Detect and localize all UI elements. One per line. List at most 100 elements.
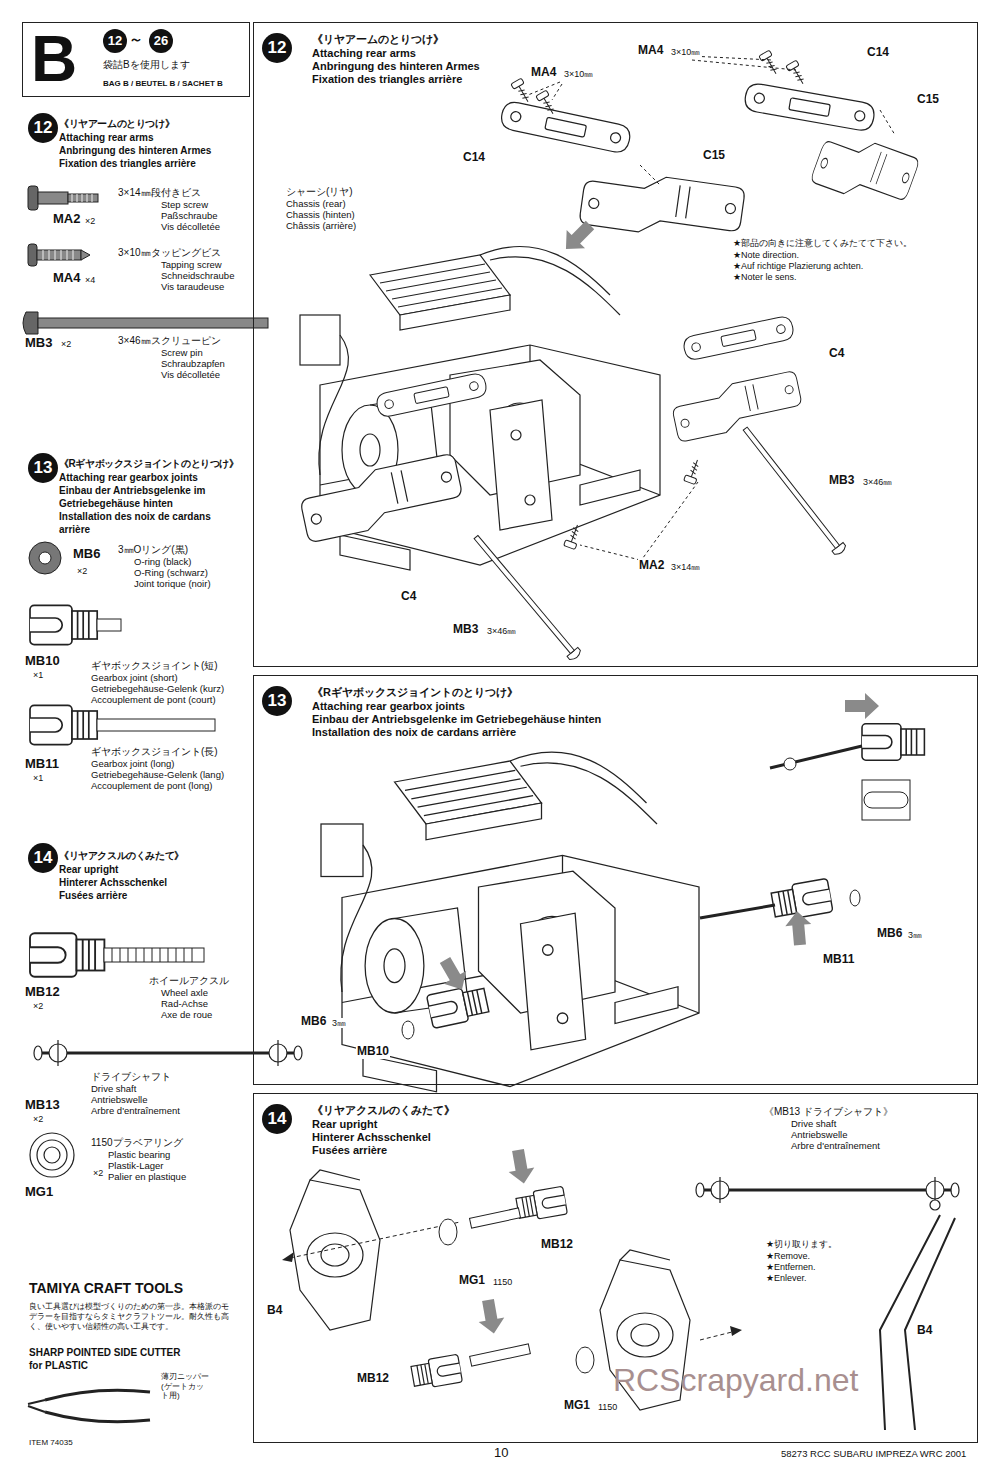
part-description: Getriebegehäuse-Gelenk (lang) [90,770,225,781]
size-or-quantity: ×2 [32,1001,44,1011]
step-heading: Anbringung des hinteren Armes [58,145,212,157]
small-text: 良い工具選びは模型づくりのための第一歩。本格派のモデラーを目指すならタミヤクラフ… [28,1302,235,1332]
step-heading: Attaching rear arms [58,132,154,144]
step-heading: Anbringung des hinteren Armes [312,60,480,73]
range-mark: ～ [129,31,143,47]
part-description: Axe de roue [160,1010,213,1021]
size-or-quantity: 3×10㎜ [563,69,594,79]
size-or-quantity: ×2 [76,566,88,576]
part-code: MA2 [52,212,81,227]
step-heading: Fixation des triangles arrière [58,158,197,170]
size-or-quantity: ×4 [84,275,96,285]
part-description: Gearbox joint (short) [90,673,179,684]
step-panel: 13《Rギヤボックスジョイントのとりつけ》Attaching rear gear… [253,675,978,1085]
part-code: MB3 [452,623,479,637]
part-code: C4 [400,590,417,604]
part-code: MB6 [72,547,101,562]
part-description: 1150プラベアリング [90,1137,184,1149]
footer-text: 58273 RCC SUBARU IMPREZA WRC 2001 [780,1449,967,1460]
note: ★Enlever. [765,1273,808,1283]
part-code: C14 [462,151,486,165]
step-heading: Attaching rear gearbox joints [58,472,199,484]
part-description: Schneidschraube [160,271,235,282]
part-description: Rad-Achse [160,999,209,1010]
part-code: MB10 [356,1045,390,1059]
callout-number: 12 [262,33,292,63]
part-code: MG1 [458,1274,486,1288]
part-description: Accouplement de pont (court) [90,695,217,706]
part-code: MB6 [876,927,903,941]
part-description: Vis décolletée [160,370,221,381]
part-description: Gearbox joint (long) [90,759,175,770]
part-description: ドライブシャフト [90,1071,172,1083]
size-or-quantity: ×2 [84,216,96,226]
part-code: MB12 [24,985,61,1000]
part-description: 3㎜Oリング(黒) [117,544,189,556]
part-description: Paßschraube [160,211,219,222]
part-description: 3×10㎜タッピングビス [117,247,222,259]
step-heading: 《Rギヤボックスジョイントのとりつけ》 [312,686,518,699]
brand-name: TAMIYA CRAFT TOOLS [28,1280,184,1296]
watermark: RCScrapyard.net [612,1362,859,1399]
note: ★切り取ります。 [765,1239,838,1249]
page-number: 10 [493,1446,509,1461]
callout-number: 12 [28,113,58,143]
part-code: MB3 [24,336,53,351]
part-code: MB12 [540,1238,574,1252]
part-code: MB11 [822,953,855,967]
size-or-quantity: ×1 [32,773,44,783]
part-description: Chassis (rear) [285,199,347,210]
bag-note: BAG B / BEUTEL B / SACHET B [103,79,223,88]
part-description: Drive shaft [90,1084,137,1095]
step-heading: Installation des noix de cardans [58,511,212,523]
callout-number: 14 [262,1104,292,1134]
size-or-quantity: 1150 [597,1402,618,1412]
note: ★Note direction. [732,250,800,260]
callout-number: 14 [28,843,58,873]
part-description: O-ring (black) [133,557,193,568]
size-or-quantity: ×2 [60,339,72,349]
step-heading: Fixation des triangles arrière [312,73,462,86]
part-code: MA4 [530,66,557,80]
part-code: MB10 [24,654,61,669]
note: ★Remove. [765,1251,811,1261]
part-description: Châssis (arrière) [285,221,357,232]
step-heading: Hinterer Achsschenkel [58,877,168,889]
callout-number: 26 [149,29,173,53]
step-heading: Einbau der Antriebsgelenke im Getriebege… [312,713,601,726]
part-description: ホイールアクスル [148,975,230,987]
step-heading: Rear upright [312,1118,377,1131]
step-panel: 12《リヤアームのとりつけ》Attaching rear armsAnbring… [253,22,978,667]
part-description: Vis taraudeuse [160,282,225,293]
size-or-quantity: ×2 [32,1114,44,1124]
step-heading: 《リヤアクスルのくみたて》 [312,1104,455,1117]
part-code: MB6 [300,1015,327,1029]
note: ★Auf richtige Plazierung achten. [732,261,864,271]
part-code: C4 [828,347,845,361]
part-code: MG1 [563,1399,591,1413]
callout-number: 12 [103,29,127,53]
callout-number: 13 [28,453,58,483]
note: ★部品の向きに注意してくみたてて下さい。 [732,238,913,248]
part-description: Arbre d'entraînement [790,1141,881,1152]
part-description: Palier en plastique [107,1172,187,1183]
part-code: MB3 [828,474,855,488]
part-description: O-Ring (schwarz) [133,568,209,579]
part-code: MB12 [356,1372,390,1386]
product-name: for PLASTIC [28,1360,89,1372]
part-code: MB11 [24,757,60,772]
step-heading: 《リヤアクスルのくみたて》 [58,850,185,862]
part-description: Schraubzapfen [160,359,226,370]
step-heading: Attaching rear arms [312,47,416,60]
part-description: 袋詰Bを使用します [103,59,190,71]
step-heading: 《リヤアームのとりつけ》 [58,118,175,130]
bag-header-box: B12～26袋詰Bを使用しますBAG B / BEUTEL B / SACHET… [22,22,250,97]
product-name: SHARP POINTED SIDE CUTTER [28,1347,182,1359]
part-code: B4 [266,1304,283,1318]
part-description: Antriebswelle [90,1095,149,1106]
part-description: Tapping screw [160,260,223,271]
part-description: Arbre d'entraînement [90,1106,181,1117]
size-or-quantity: 3㎜ [907,930,923,940]
note: ★Entfernen. [765,1262,817,1272]
